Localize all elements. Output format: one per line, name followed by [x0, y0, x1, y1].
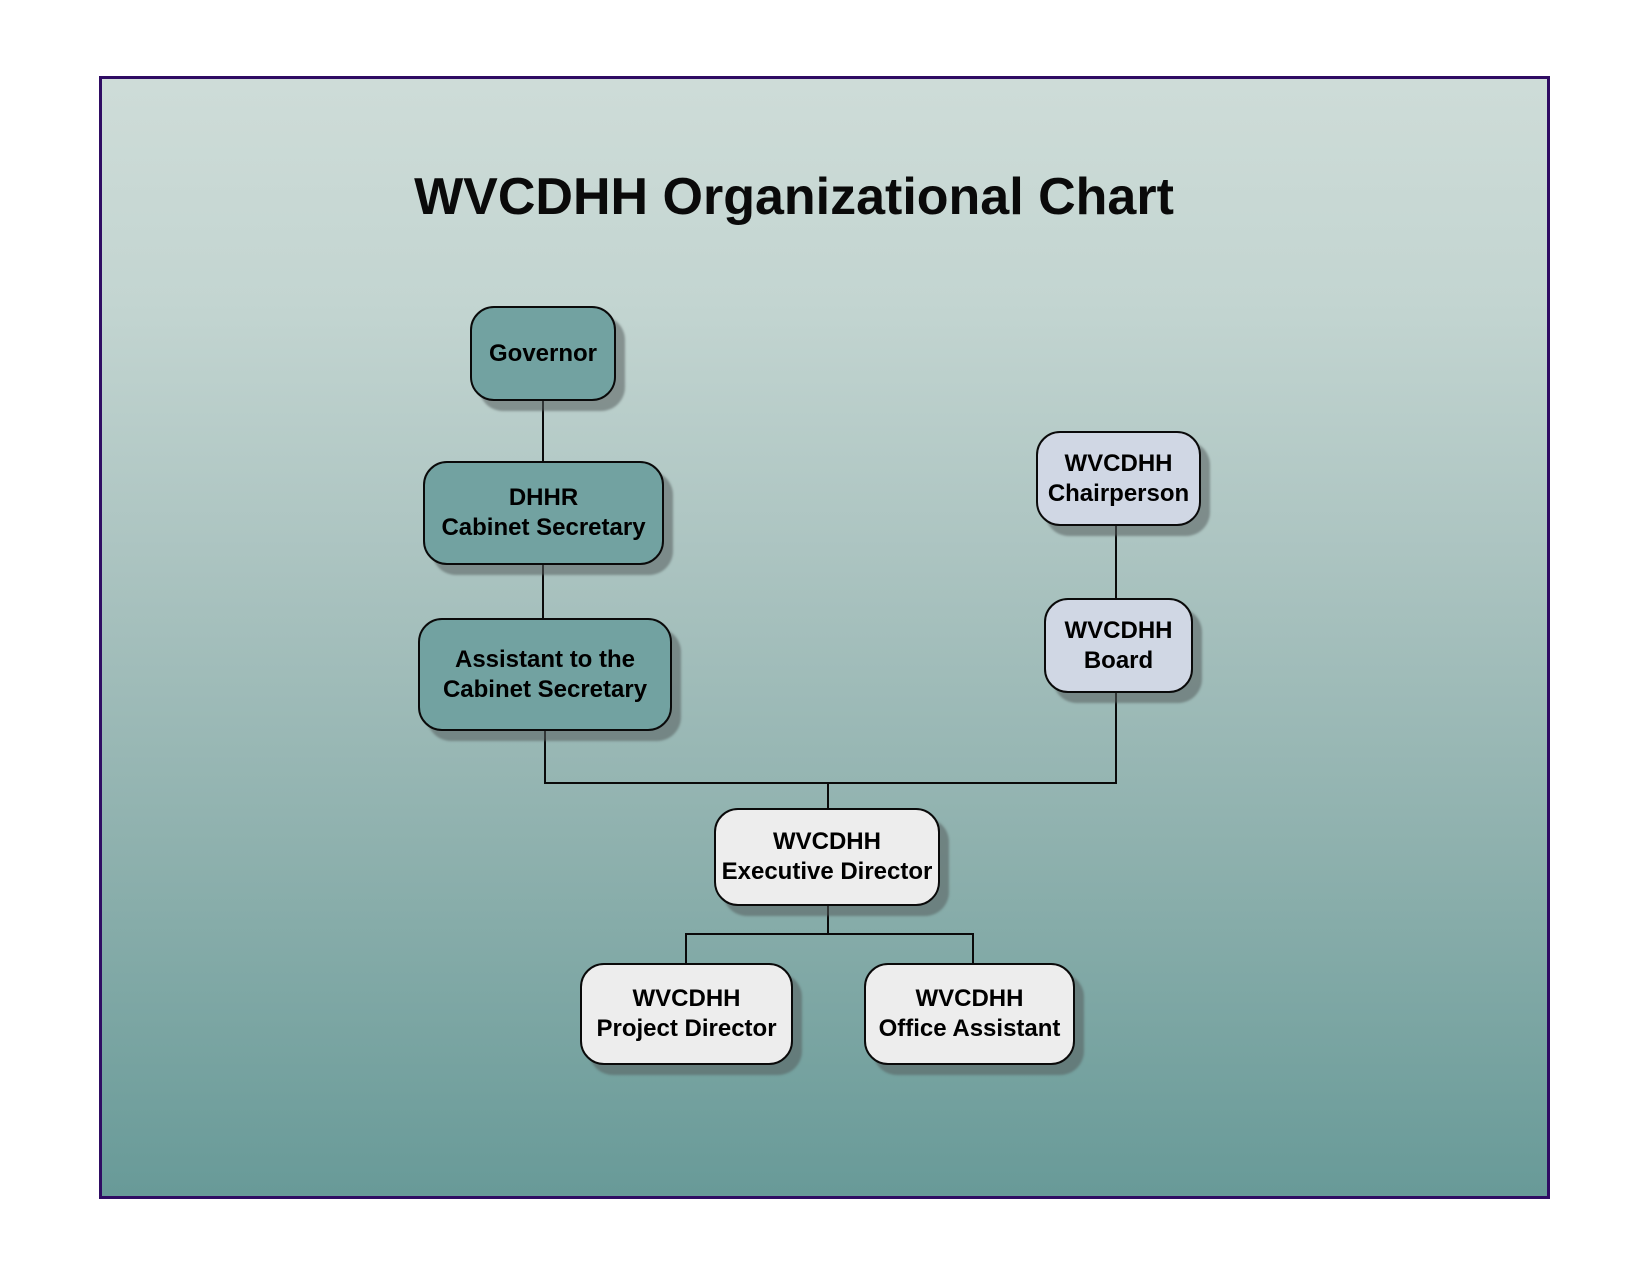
node-wvcdhh-executive-director-label: WVCDHH Executive Director: [721, 828, 933, 885]
node-dhhr-cabinet-secretary-label: DHHR Cabinet Secretary: [441, 484, 646, 541]
node-wvcdhh-project-director-label: WVCDHH Project Director: [596, 985, 777, 1042]
node-wvcdhh-executive-director: WVCDHH Executive Director: [714, 808, 940, 906]
node-wvcdhh-office-assistant: WVCDHH Office Assistant: [864, 963, 1075, 1065]
connector-chairperson-to-board: [1115, 526, 1117, 599]
node-wvcdhh-board-label: WVCDHH Board: [1064, 616, 1173, 674]
chart-title: WVCDHH Organizational Chart: [414, 168, 1174, 226]
node-assistant-to-cabinet-secretary: Assistant to the Cabinet Secretary: [418, 618, 672, 731]
connector-board-drop: [1115, 693, 1117, 784]
connector-dhhr-to-assistant: [542, 565, 544, 619]
connector-governor-to-dhhr: [542, 401, 544, 462]
node-wvcdhh-project-director: WVCDHH Project Director: [580, 963, 793, 1065]
node-wvcdhh-board: WVCDHH Board: [1044, 598, 1193, 693]
connector-bus-to-office-assistant: [972, 933, 974, 964]
connector-upper-bus: [544, 782, 1117, 784]
connector-assistant-drop: [544, 730, 546, 784]
node-dhhr-cabinet-secretary: DHHR Cabinet Secretary: [423, 461, 664, 565]
node-governor-label: Governor: [488, 339, 598, 367]
org-chart-page: WVCDHH Organizational Chart Governor DHH…: [99, 76, 1550, 1199]
node-assistant-to-cabinet-secretary-label: Assistant to the Cabinet Secretary: [442, 645, 648, 703]
connector-lower-bus: [685, 933, 974, 935]
node-wvcdhh-office-assistant-label: WVCDHH Office Assistant: [878, 985, 1061, 1042]
node-wvcdhh-chairperson: WVCDHH Chairperson: [1036, 431, 1201, 526]
node-wvcdhh-chairperson-label: WVCDHH Chairperson: [1047, 449, 1190, 507]
connector-bus-to-project-director: [685, 933, 687, 964]
connector-executive-drop: [827, 905, 829, 935]
connector-bus-to-executive: [827, 782, 829, 809]
node-governor: Governor: [470, 306, 616, 401]
